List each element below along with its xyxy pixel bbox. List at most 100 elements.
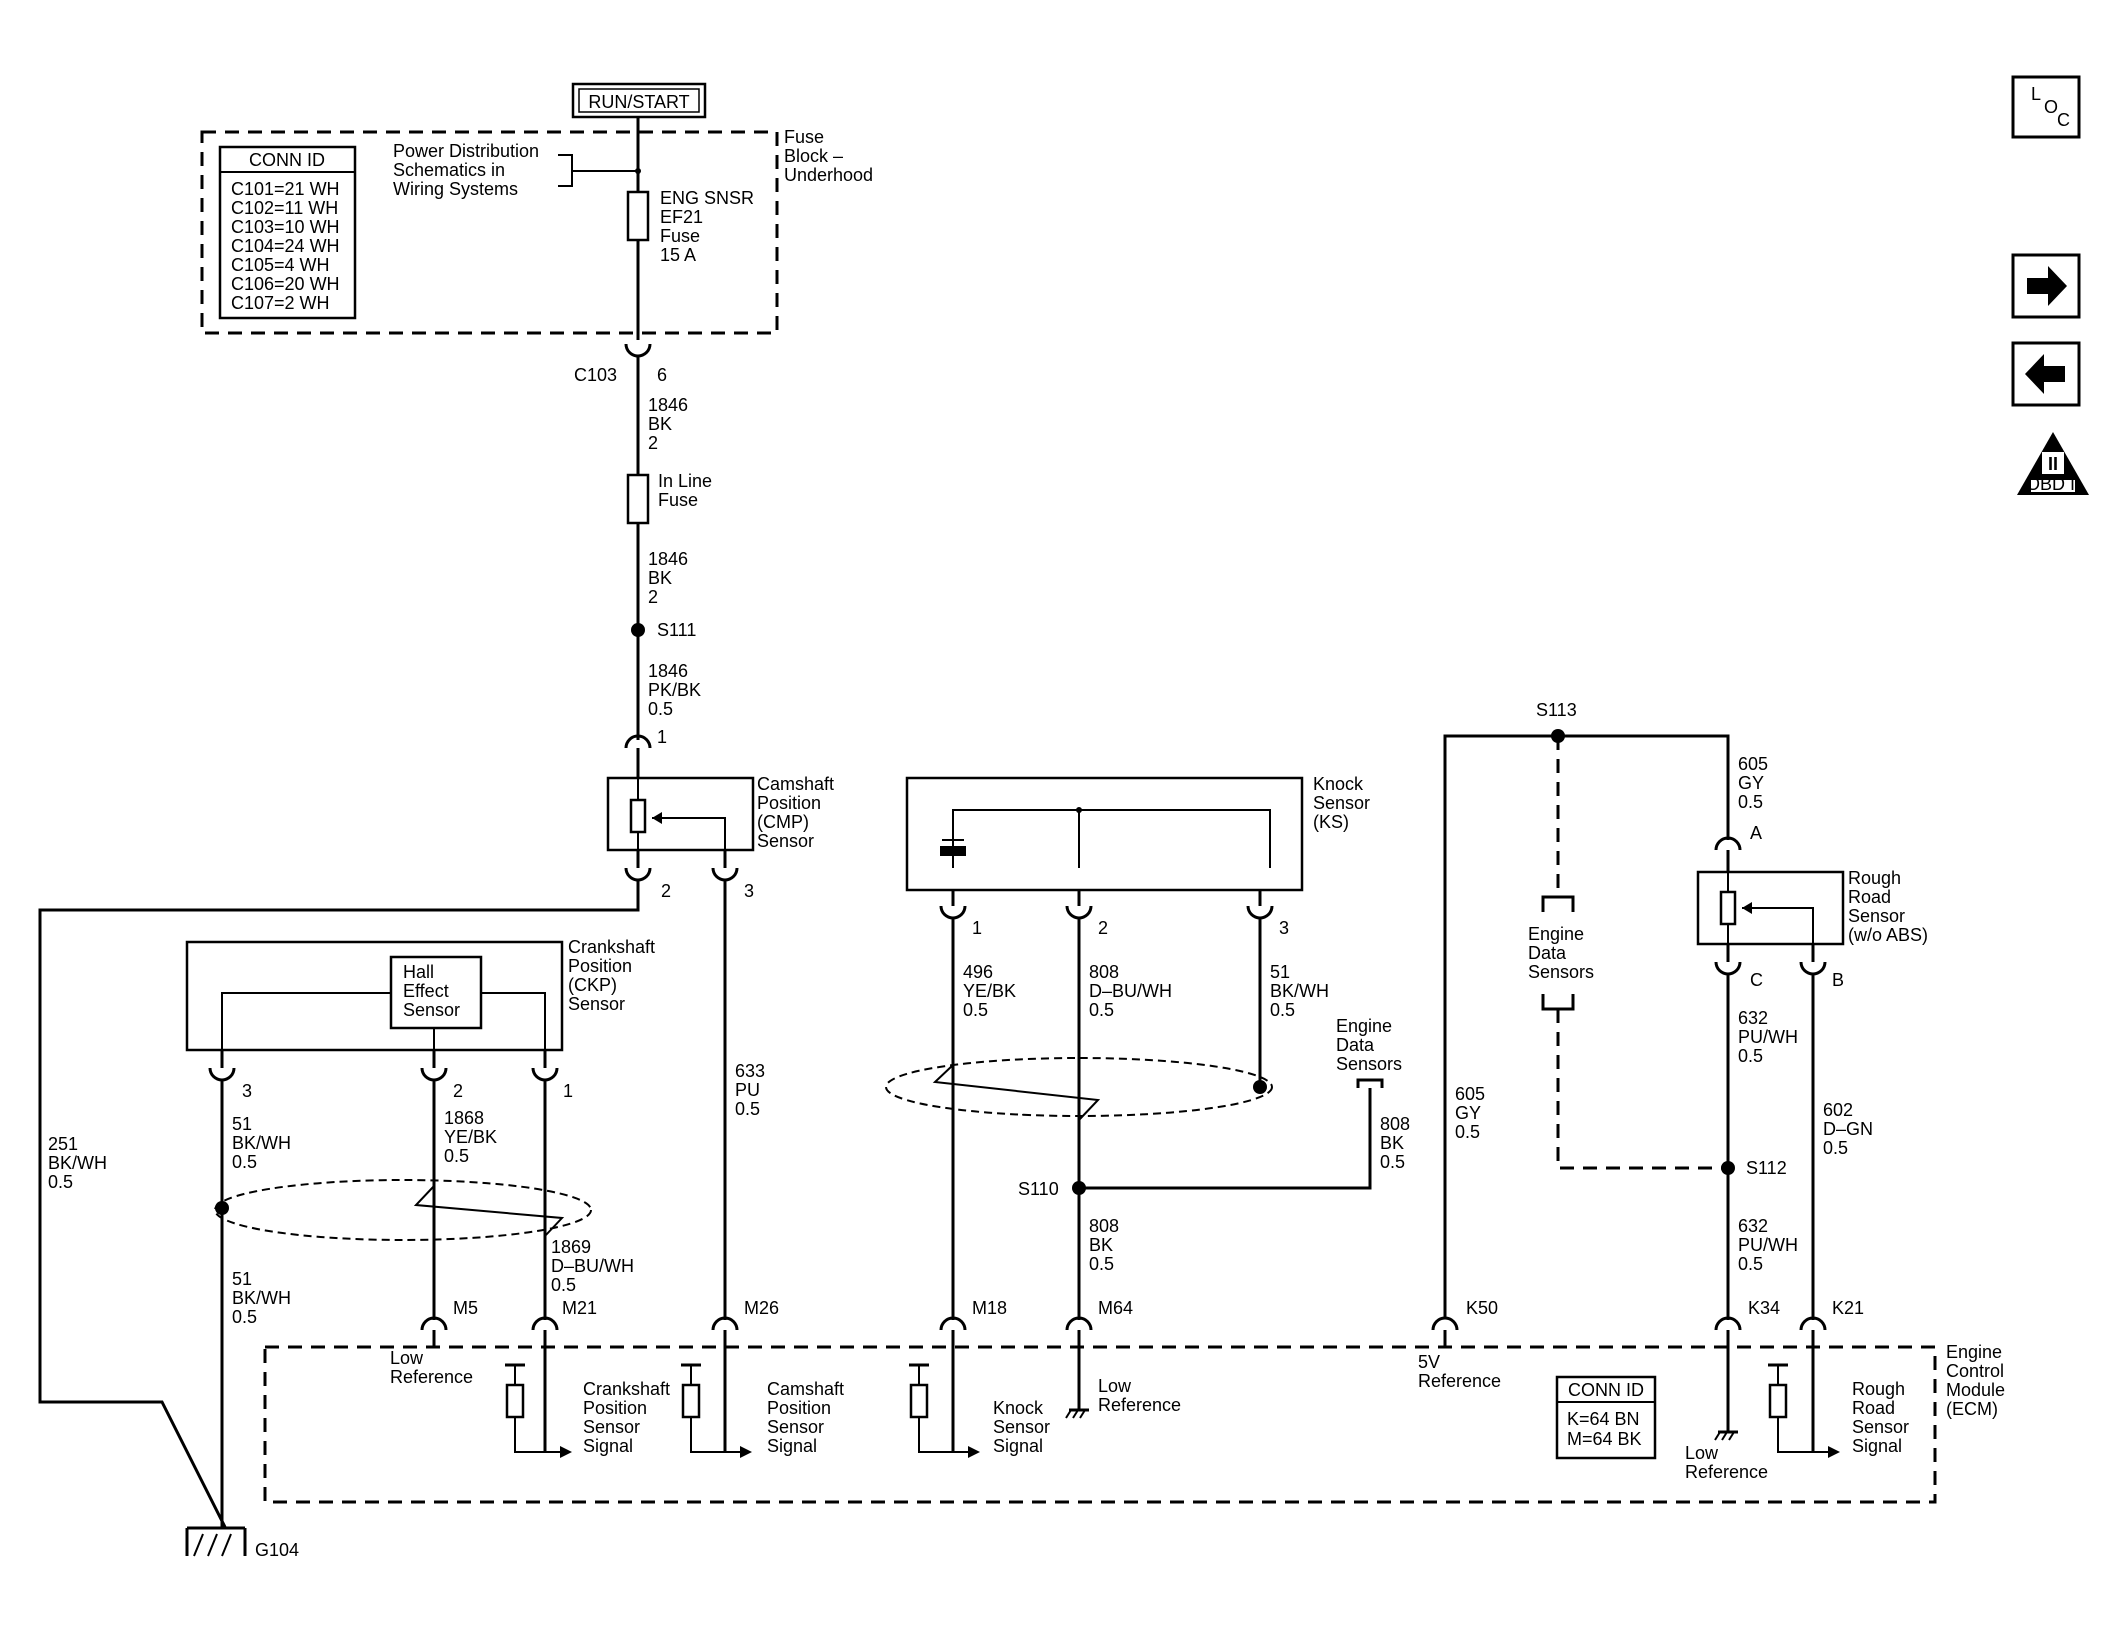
svg-text:Sensor: Sensor: [1848, 906, 1905, 926]
svg-text:K50: K50: [1466, 1298, 1498, 1318]
fuse-block-boundary: [200, 130, 779, 335]
rr-pin-b-connector: [1799, 961, 1827, 976]
svg-text:Position: Position: [757, 793, 821, 813]
svg-text:1846: 1846: [648, 549, 688, 569]
svg-text:0.5: 0.5: [1089, 1254, 1114, 1274]
arrow-right-icon: [2027, 266, 2067, 306]
obd-ii-button[interactable]: II OBD II: [2017, 432, 2089, 495]
splice-s110-label: S110: [1018, 1179, 1059, 1199]
next-page-button[interactable]: [2011, 253, 2081, 319]
svg-text:Rough: Rough: [1848, 868, 1901, 888]
svg-text:(ECM): (ECM): [1946, 1399, 1998, 1419]
svg-text:BK/WH: BK/WH: [232, 1133, 291, 1153]
splice-s112-label: S112: [1746, 1158, 1787, 1178]
power-distribution-ref: Power Distribution Schematics in Wiring …: [393, 141, 641, 199]
previous-page-button[interactable]: [2011, 341, 2081, 407]
svg-text:D–GN: D–GN: [1823, 1119, 1873, 1139]
svg-text:(CMP): (CMP): [757, 812, 809, 832]
svg-text:M=64 BK: M=64 BK: [1567, 1429, 1642, 1449]
svg-text:Crankshaft: Crankshaft: [583, 1379, 670, 1399]
ecm-k34-ground: [1714, 1430, 1738, 1441]
svg-text:Sensor: Sensor: [993, 1417, 1050, 1437]
svg-text:51: 51: [232, 1269, 252, 1289]
ks-pin1-connector: [939, 905, 967, 920]
cmp-potentiometer: [629, 798, 647, 834]
svg-text:Hall: Hall: [403, 962, 434, 982]
ecm-pin-k21: K21: [1799, 1298, 1864, 1452]
svg-text:602: 602: [1823, 1100, 1853, 1120]
svg-text:Road: Road: [1852, 1398, 1895, 1418]
svg-text:496: 496: [963, 962, 993, 982]
ecm-low-ref-1: Low Reference: [390, 1348, 473, 1387]
svg-text:C: C: [1750, 970, 1763, 990]
ckp-pin3-connector: [208, 1067, 236, 1082]
wire-1846-c: 1846 PK/BK 0.5: [648, 661, 701, 719]
splice-s111: [631, 623, 645, 637]
svg-text:Sensor: Sensor: [1852, 1417, 1909, 1437]
svg-text:GY: GY: [1738, 773, 1764, 793]
knock-sensor-label: Knock Sensor (KS): [1313, 774, 1370, 832]
svg-text:II: II: [2048, 454, 2058, 474]
wire-602-label: 602 D–GN 0.5: [1823, 1100, 1873, 1158]
svg-text:Engine: Engine: [1336, 1016, 1392, 1036]
cmp-pin2-connector: [624, 867, 652, 882]
cmp-pin3-connector: [711, 867, 739, 882]
ecm-pin-k50: K50: [1431, 1298, 1498, 1347]
wire-808-top-label: 808 D–BU/WH 0.5: [1089, 962, 1172, 1020]
wire-605-left-label: 605 GY 0.5: [1455, 1084, 1485, 1142]
svg-text:632: 632: [1738, 1008, 1768, 1028]
ecm-rr-signal-label: Rough Road Sensor Signal: [1852, 1379, 1909, 1456]
svg-text:BK/WH: BK/WH: [232, 1288, 291, 1308]
svg-text:808: 808: [1089, 962, 1119, 982]
svg-text:2: 2: [453, 1081, 463, 1101]
svg-text:Signal: Signal: [993, 1436, 1043, 1456]
svg-text:0.5: 0.5: [232, 1307, 257, 1327]
svg-text:Road: Road: [1848, 887, 1891, 907]
svg-text:CONN ID: CONN ID: [1568, 1380, 1644, 1400]
svg-text:605: 605: [1455, 1084, 1485, 1104]
svg-text:Engine: Engine: [1946, 1342, 2002, 1362]
wire-1868-label: 1868 YE/BK 0.5: [444, 1108, 497, 1166]
svg-text:Data: Data: [1336, 1035, 1375, 1055]
ecm-pin-m18: M18: [939, 1298, 1007, 1452]
obd-ii-label: OBD II: [2026, 474, 2080, 494]
wire-496-label: 496 YE/BK 0.5: [963, 962, 1016, 1020]
ks-pin2-connector: [1065, 905, 1093, 920]
svg-text:BK/WH: BK/WH: [1270, 981, 1329, 1001]
svg-text:0.5: 0.5: [1738, 1254, 1763, 1274]
svg-text:Fuse: Fuse: [784, 127, 824, 147]
svg-text:C: C: [2057, 110, 2070, 130]
svg-text:Position: Position: [767, 1398, 831, 1418]
wire-1869-label: 1869 D–BU/WH 0.5: [551, 1237, 634, 1295]
wire-251: 251 BK/WH 0.5: [48, 1134, 107, 1192]
svg-text:Schematics in: Schematics in: [393, 160, 505, 180]
ks-pin3-connector: [1246, 905, 1274, 920]
wire-633-label: 633 PU 0.5: [735, 1061, 765, 1119]
ecm-m64-ground: [1065, 1408, 1089, 1419]
svg-text:2: 2: [648, 433, 658, 453]
piezo-element: [940, 846, 966, 856]
svg-text:K34: K34: [1748, 1298, 1780, 1318]
svg-text:808: 808: [1089, 1216, 1119, 1236]
svg-text:Engine: Engine: [1528, 924, 1584, 944]
svg-text:D–BU/WH: D–BU/WH: [1089, 981, 1172, 1001]
svg-text:Position: Position: [568, 956, 632, 976]
svg-text:M18: M18: [972, 1298, 1007, 1318]
svg-text:Knock: Knock: [993, 1398, 1044, 1418]
ecm-ks-signal-label: Knock Sensor Signal: [993, 1398, 1050, 1456]
svg-text:0.5: 0.5: [48, 1172, 73, 1192]
svg-text:Rough: Rough: [1852, 1379, 1905, 1399]
svg-text:Sensor: Sensor: [767, 1417, 824, 1437]
ecm-pin-m26: M26: [711, 1298, 779, 1452]
svg-text:Signal: Signal: [1852, 1436, 1902, 1456]
wire-808-eds-label: 808 BK 0.5: [1380, 1114, 1410, 1172]
svg-text:(KS): (KS): [1313, 812, 1349, 832]
fuse-conn-id-table: CONN ID C101=21 WH C102=11 WH C103=10 WH…: [218, 145, 357, 320]
ecm-rr-pullup: [1768, 1363, 1840, 1458]
eds-connector-bottom: [1541, 994, 1575, 1011]
svg-text:ENG SNSR: ENG SNSR: [660, 188, 754, 208]
wire-51-ks-label: 51 BK/WH 0.5: [1270, 962, 1329, 1020]
location-view-button[interactable]: L O C: [2011, 75, 2081, 139]
ecm-conn-id-table: CONN ID K=64 BN M=64 BK: [1555, 1375, 1657, 1460]
